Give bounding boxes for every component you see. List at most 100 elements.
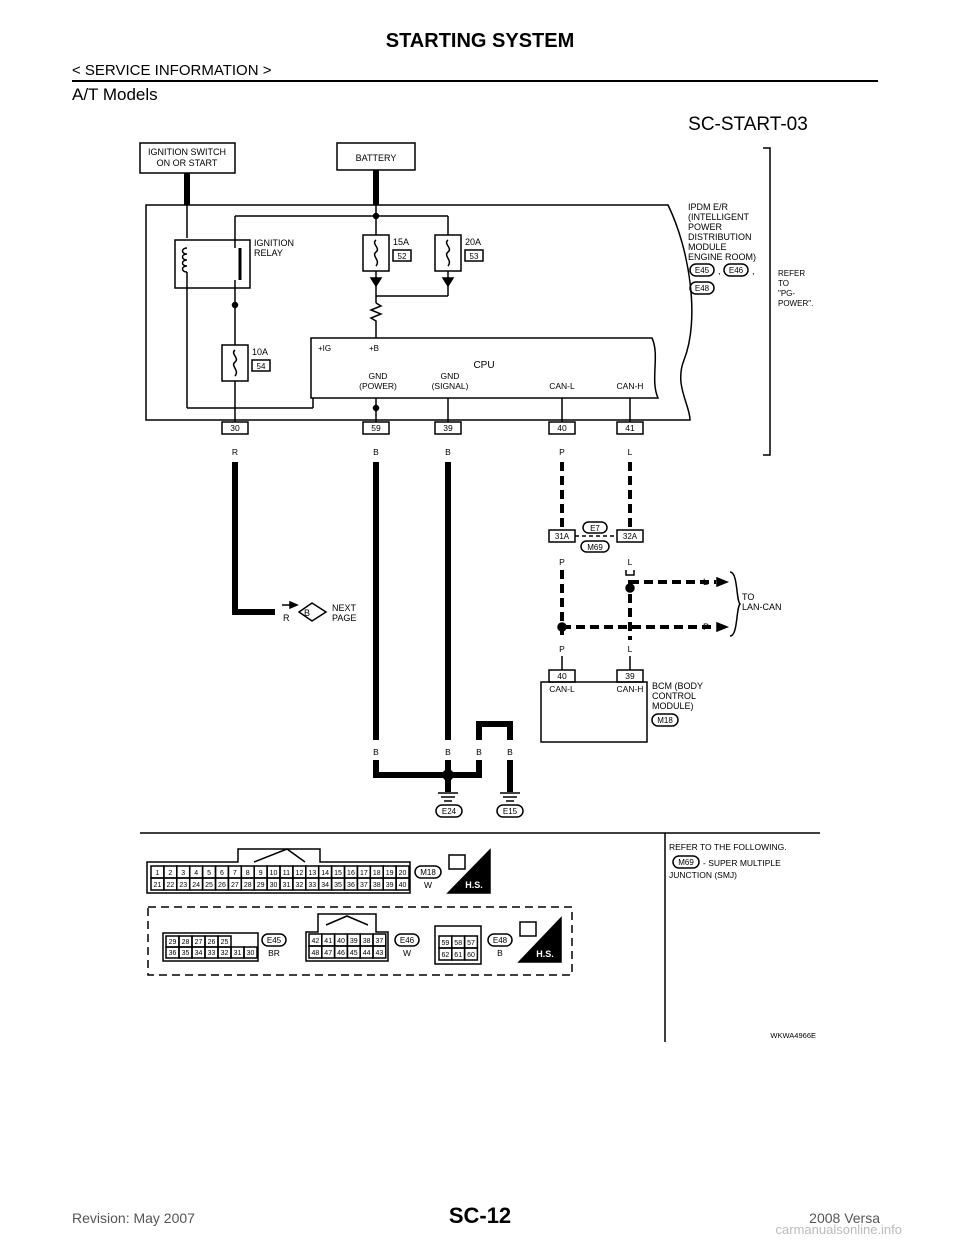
m18-pin-label: 26	[218, 882, 226, 889]
m18-pin-cell	[395, 877, 410, 891]
cpu-box	[310, 337, 660, 399]
m18-pin-label: 31	[283, 882, 291, 889]
e46-pin-label: 38	[363, 938, 371, 945]
ipdm-label-4: DISTRIBUTION	[688, 232, 752, 242]
m18-color: W	[424, 880, 432, 890]
m18-id: M18	[420, 868, 436, 877]
fuse-20a-number: 53	[470, 252, 479, 261]
e45-pin-label: 35	[182, 950, 190, 957]
m18-pin-label: 8	[246, 870, 250, 877]
e48-pin-label: 57	[467, 940, 475, 947]
pin-40: 40	[557, 423, 567, 433]
m18-pin-label: 21	[154, 882, 162, 889]
section-title: A/T Models	[72, 85, 158, 104]
e45-pin-label: 34	[195, 950, 203, 957]
ref-connector-m69: M69	[678, 858, 694, 867]
lan-can-label-2: LAN-CAN	[742, 602, 782, 612]
m18-pin-label: 38	[373, 882, 381, 889]
bcm-pin-39: 39	[625, 671, 635, 681]
m18-pin-label: 14	[321, 870, 329, 877]
hs-badge-m18-label: H.S.	[465, 880, 483, 890]
m18-pin-label: 4	[194, 870, 198, 877]
e46-pin-label: 48	[312, 950, 320, 957]
gnd-color-4: B	[507, 747, 513, 757]
fuse-10a-number: 54	[257, 362, 266, 371]
m18-pin-label: 19	[386, 870, 394, 877]
e45-id: E45	[267, 936, 282, 945]
ipdm-pins: 30 59 39 40 41	[221, 421, 644, 435]
joint-connector-e7: E7	[590, 524, 600, 533]
m18-pin-label: 5	[207, 870, 211, 877]
lan-can-label-1: TO	[742, 592, 754, 602]
cpu-label: CPU	[473, 360, 494, 371]
e46-id: E46	[400, 936, 415, 945]
watermark: carmanualsonline.info	[775, 1222, 902, 1237]
bcm-label-2: CONTROL	[652, 691, 696, 701]
ignition-relay-label-2: RELAY	[254, 248, 283, 258]
ipdm-label-2: (INTELLIGENT	[688, 212, 750, 222]
gnd-power-label-1: GND	[369, 371, 388, 381]
hs-badge-m18: H.S.	[446, 848, 491, 894]
diode-15a	[369, 277, 383, 288]
e46-pin-cell	[372, 945, 387, 959]
m18-pin-label: 34	[321, 882, 329, 889]
ipdm-connector-e45: E45	[695, 266, 710, 275]
m18-pin-label: 29	[257, 882, 265, 889]
fuse-20a	[445, 239, 451, 267]
ground-symbol-e15	[500, 792, 520, 802]
m18-pin-label: 11	[283, 870, 290, 877]
cpu-can-l-label: CAN-L	[549, 381, 575, 391]
ground-symbol-e24	[438, 792, 458, 802]
e46-pin-label: 39	[350, 938, 358, 945]
e45-pin-label: 26	[208, 939, 216, 946]
m18-connector-face	[146, 848, 411, 894]
wire-b-loop	[476, 721, 513, 740]
ipdm-label-5: MODULE	[688, 242, 727, 252]
ref-note-1: REFER TO THE FOLLOWING.	[669, 842, 787, 852]
e46-color: W	[403, 948, 411, 958]
pin-39: 39	[443, 423, 453, 433]
wire-color-r: R	[232, 447, 238, 457]
e46-pin-label: 41	[324, 938, 332, 945]
cpu-ig-label: +IG	[318, 344, 331, 353]
ref-note-3: JUNCTION (SMJ)	[669, 870, 737, 880]
cpu-can-h-label: CAN-H	[617, 381, 644, 391]
e46-pin-label: 47	[324, 950, 332, 957]
m18-pin-label: 30	[270, 882, 278, 889]
e45-pin-label: 27	[195, 939, 203, 946]
hs-badge-e48: H.S.	[517, 916, 562, 963]
m18-pin-label: 3	[181, 870, 185, 877]
m18-pin-label: 12	[295, 870, 303, 877]
joint-pin-31a: 31A	[555, 532, 570, 541]
bcm-can-h: CAN-H	[617, 684, 644, 694]
e45-pin-label: 25	[221, 939, 229, 946]
fuse-15a-rating: 15A	[393, 237, 409, 247]
fuse-10a	[232, 349, 238, 377]
ignition-switch-label-1: IGNITION SWITCH	[148, 147, 226, 157]
refer-label-3: "PG-	[778, 289, 795, 298]
m18-pin-label: 15	[334, 870, 342, 877]
ignition-switch-label-2: ON OR START	[157, 158, 218, 168]
fuse-15a	[373, 239, 379, 267]
e45-pin-label: 28	[182, 939, 190, 946]
ipdm-connector-e46: E46	[729, 266, 744, 275]
page-number: SC-12	[448, 1203, 512, 1228]
wire-color-l-low: L	[628, 644, 633, 654]
m18-pin-label: 6	[220, 870, 224, 877]
refer-label-2: TO	[778, 279, 789, 288]
e48-connector-face	[434, 925, 482, 965]
m18-pin-label: 39	[386, 882, 394, 889]
e-connectors-group	[147, 906, 573, 976]
lan-bracket	[729, 571, 742, 637]
pin-30: 30	[230, 423, 240, 433]
m18-pin-label: 40	[399, 882, 407, 889]
m18-pin-label: 16	[347, 870, 355, 877]
e48-pin-label: 61	[454, 952, 462, 959]
m18-pin-label: 36	[347, 882, 355, 889]
e48-pin-cell	[463, 947, 479, 961]
e48-pin-label: 58	[454, 940, 462, 947]
